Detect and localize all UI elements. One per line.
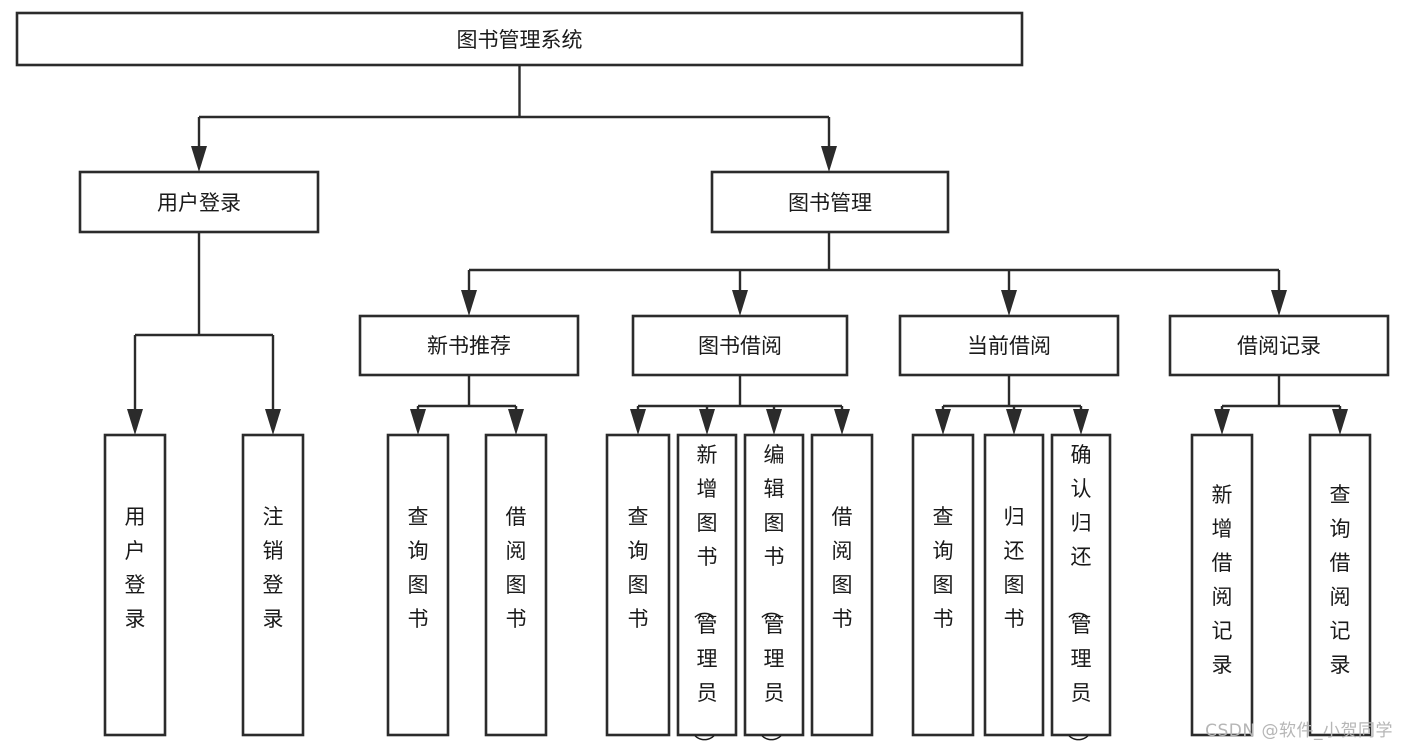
leaf-borrow-book-bb-box xyxy=(810,433,874,737)
leaf-query-borrow-record-box xyxy=(1308,433,1372,737)
node-user-login[interactable]: 用户登录 xyxy=(78,170,320,234)
leaf-add-book-admin[interactable]: 新增图书（管理员） xyxy=(676,433,738,747)
node-root-system-box xyxy=(15,11,1024,67)
node-book-borrow-box xyxy=(631,314,849,377)
arrow-bb-to-add-book xyxy=(699,409,715,435)
leaf-confirm-return-admin[interactable]: 确认归还（管理员） xyxy=(1050,433,1112,747)
node-borrow-record-box xyxy=(1168,314,1390,377)
arrow-root-to-book-mgmt xyxy=(821,146,837,172)
leaf-logout-label: 注销登录 xyxy=(263,505,284,631)
node-book-management-box xyxy=(710,170,950,234)
leaf-return-book-label: 归还图书 xyxy=(1004,505,1025,631)
leaf-return-book[interactable]: 归还图书 xyxy=(983,433,1045,737)
node-new-book-recommend-label: 新书推荐 xyxy=(427,334,511,358)
arrow-to-leaf-logout xyxy=(265,409,281,435)
leaf-query-book-cb[interactable]: 查询图书 xyxy=(911,433,975,737)
leaf-query-book-cb-box xyxy=(911,433,975,737)
leaf-query-book-nbr-label: 查询图书 xyxy=(408,505,429,631)
leaf-node-layer: 用户登录 注销登录 查询图书 借阅图书 查询图书 新增图书（管理员） xyxy=(103,433,1372,747)
leaf-edit-book-admin[interactable]: 编辑图书（管理员） xyxy=(743,433,805,747)
leaf-borrow-book-nbr-label: 借阅图书 xyxy=(506,505,527,631)
leaf-edit-book-admin-label: 编辑图书（管理员） xyxy=(759,443,785,747)
leaf-query-book-nbr-box xyxy=(386,433,450,737)
leaf-add-borrow-record[interactable]: 新增借阅记录 xyxy=(1190,433,1254,737)
leaf-confirm-return-admin-label: 确认归还（管理员） xyxy=(1066,443,1092,747)
node-borrow-record[interactable]: 借阅记录 xyxy=(1168,314,1390,377)
leaf-user-login[interactable]: 用户登录 xyxy=(103,433,167,737)
arrow-bb-to-query-book xyxy=(630,409,646,435)
leaf-query-borrow-record[interactable]: 查询借阅记录 xyxy=(1308,433,1372,737)
leaf-query-book-bb[interactable]: 查询图书 xyxy=(605,433,671,737)
node-root-system[interactable]: 图书管理系统 xyxy=(15,11,1024,67)
leaf-borrow-book-bb[interactable]: 借阅图书 xyxy=(810,433,874,737)
arrow-to-leaf-user-login xyxy=(127,409,143,435)
leaf-borrow-book-nbr-box xyxy=(484,433,548,737)
leaf-edit-book-admin-box xyxy=(743,433,805,737)
leaf-user-login-box xyxy=(103,433,167,737)
node-current-borrow[interactable]: 当前借阅 xyxy=(898,314,1120,377)
node-borrow-record-label: 借阅记录 xyxy=(1237,334,1321,358)
node-new-book-recommend[interactable]: 新书推荐 xyxy=(358,314,580,377)
arrow-cb-to-query-book xyxy=(935,409,951,435)
arrow-cb-to-return-book xyxy=(1006,409,1022,435)
leaf-add-book-admin-label: 新增图书（管理员） xyxy=(692,443,718,747)
leaf-query-borrow-record-label: 查询借阅记录 xyxy=(1330,483,1351,677)
leaf-borrow-book-bb-label: 借阅图书 xyxy=(832,505,853,631)
arrow-nbr-to-borrow-book xyxy=(508,409,524,435)
leaf-return-book-box xyxy=(983,433,1045,737)
arrow-bb-to-borrow-book xyxy=(834,409,850,435)
node-book-borrow-label: 图书借阅 xyxy=(698,334,782,358)
leaf-user-login-label: 用户登录 xyxy=(125,505,146,631)
node-current-borrow-box xyxy=(898,314,1120,377)
node-book-management[interactable]: 图书管理 xyxy=(710,170,950,234)
leaf-query-book-nbr[interactable]: 查询图书 xyxy=(386,433,450,737)
node-user-login-label: 用户登录 xyxy=(157,191,241,215)
leaf-borrow-book-nbr[interactable]: 借阅图书 xyxy=(484,433,548,737)
node-user-login-box xyxy=(78,170,320,234)
node-new-book-recommend-box xyxy=(358,314,580,377)
arrow-to-book-borrow xyxy=(732,290,748,316)
arrow-root-to-user-login xyxy=(191,146,207,172)
leaf-add-book-admin-box xyxy=(676,433,738,737)
node-book-borrow[interactable]: 图书借阅 xyxy=(631,314,849,377)
node-root-system-label: 图书管理系统 xyxy=(457,28,583,52)
arrow-to-borrow-record xyxy=(1271,290,1287,316)
leaf-confirm-return-admin-box xyxy=(1050,433,1112,737)
leaf-add-borrow-record-box xyxy=(1190,433,1254,737)
arrow-cb-to-confirm-return xyxy=(1073,409,1089,435)
arrow-to-new-book-rec xyxy=(461,290,477,316)
node-book-management-label: 图书管理 xyxy=(788,191,872,215)
leaf-logout-box xyxy=(241,433,305,737)
arrow-nbr-to-query-book xyxy=(410,409,426,435)
leaf-logout[interactable]: 注销登录 xyxy=(241,433,305,737)
arrow-br-to-query-record xyxy=(1332,409,1348,435)
node-current-borrow-label: 当前借阅 xyxy=(967,334,1051,358)
leaf-add-borrow-record-label: 新增借阅记录 xyxy=(1212,483,1233,677)
leaf-query-book-bb-label: 查询图书 xyxy=(628,505,649,631)
arrow-to-current-borrow xyxy=(1001,290,1017,316)
leaf-query-book-cb-label: 查询图书 xyxy=(933,505,954,631)
leaf-query-book-bb-box xyxy=(605,433,671,737)
csdn-watermark: CSDN @软件_小贺同学 xyxy=(1205,721,1393,741)
arrow-bb-to-edit-book xyxy=(766,409,782,435)
connector-layer xyxy=(127,65,1348,435)
arrow-br-to-add-record xyxy=(1214,409,1230,435)
